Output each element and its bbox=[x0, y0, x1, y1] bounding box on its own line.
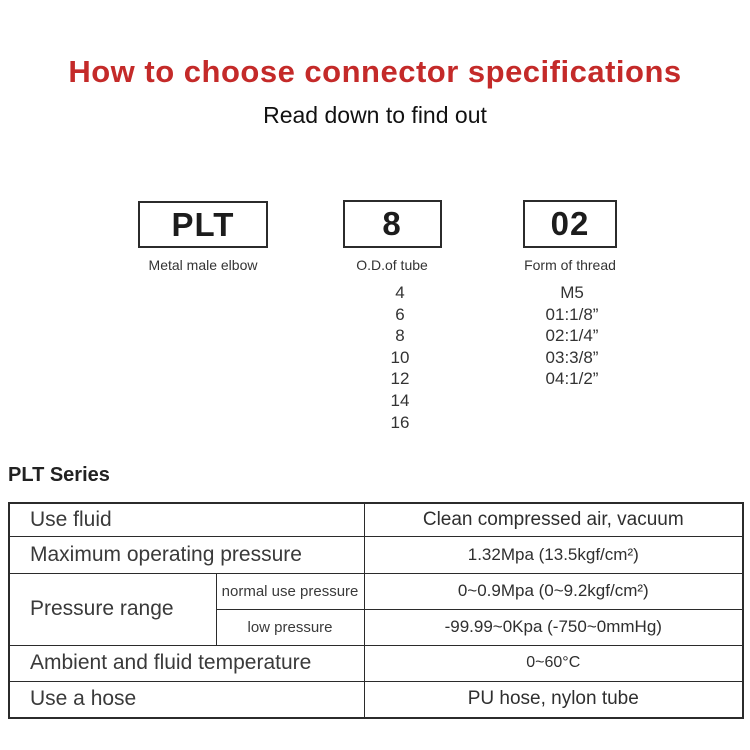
code-column-thread: 02 Form of thread bbox=[490, 200, 650, 273]
table-row-pressure-normal: Pressure range normal use pressure 0~0.9… bbox=[8, 572, 744, 646]
thread-option: 02:1/4” bbox=[545, 326, 599, 346]
spec-label-ambient-temp: Ambient and fluid temperature bbox=[8, 644, 365, 682]
spec-value-use-fluid: Clean compressed air, vacuum bbox=[363, 502, 744, 537]
thread-option: M5 bbox=[560, 283, 584, 302]
tube-size-code-box: 8 bbox=[342, 200, 442, 248]
thread-code-label: Form of thread bbox=[524, 257, 616, 273]
code-column-series: PLT Metal male elbow bbox=[123, 201, 283, 273]
tube-size-option: 10 bbox=[390, 347, 410, 367]
thread-option: 03:3/8” bbox=[545, 347, 599, 367]
thread-option: 01:1/8” bbox=[545, 304, 599, 324]
spec-sublabel-normal-pressure: normal use pressure bbox=[215, 572, 365, 610]
page-subtitle: Read down to find out bbox=[263, 102, 487, 128]
spec-label-hose: Use a hose bbox=[8, 680, 365, 719]
tube-size-option: 14 bbox=[390, 390, 410, 410]
spec-value-hose: PU hose, nylon tube bbox=[363, 680, 744, 719]
tube-size-option: 4 bbox=[395, 283, 405, 302]
spec-label-pressure-range: Pressure range bbox=[8, 572, 217, 646]
series-code-box: PLT bbox=[138, 201, 268, 248]
thread-options-list: M5 01:1/8” 02:1/4” 03:3/8” 04:1/2” bbox=[492, 282, 652, 390]
tube-size-options-list: 4 6 8 10 12 14 16 bbox=[340, 282, 460, 433]
spec-sublabel-low-pressure: low pressure bbox=[215, 608, 365, 646]
spec-value-low-pressure: -99.99~0Kpa (-750~0mmHg) bbox=[363, 608, 744, 646]
code-column-tube-size: 8 O.D.of tube bbox=[312, 200, 472, 273]
spec-value-ambient-temp: 0~60°C bbox=[363, 644, 744, 682]
spec-value-max-pressure: 1.32Mpa (13.5kgf/cm²) bbox=[363, 535, 744, 574]
spec-table: Use fluid Clean compressed air, vacuum M… bbox=[8, 502, 745, 719]
table-row-ambient-temp: Ambient and fluid temperature 0~60°C bbox=[8, 644, 744, 682]
table-row-max-pressure: Maximum operating pressure 1.32Mpa (13.5… bbox=[8, 535, 744, 574]
spec-value-normal-pressure: 0~0.9Mpa (0~9.2kgf/cm²) bbox=[363, 572, 744, 610]
tube-size-option: 12 bbox=[390, 369, 410, 389]
tube-size-option: 6 bbox=[395, 304, 405, 324]
tube-size-code-label: O.D.of tube bbox=[356, 257, 428, 273]
table-row-use-fluid: Use fluid Clean compressed air, vacuum bbox=[8, 502, 744, 537]
table-row-pressure-low: low pressure -99.99~0Kpa (-750~0mmHg) bbox=[9, 608, 744, 646]
page-title: How to choose connector specifications bbox=[68, 54, 682, 89]
tube-size-option: 16 bbox=[390, 412, 410, 432]
tube-size-option: 8 bbox=[395, 326, 405, 346]
spec-label-use-fluid: Use fluid bbox=[8, 502, 365, 537]
table-row-hose: Use a hose PU hose, nylon tube bbox=[8, 680, 744, 719]
series-code-label: Metal male elbow bbox=[148, 257, 258, 273]
thread-option: 04:1/2” bbox=[545, 369, 599, 389]
spec-label-max-pressure: Maximum operating pressure bbox=[8, 535, 365, 574]
thread-code-box: 02 bbox=[523, 200, 617, 248]
series-heading: PLT Series bbox=[8, 464, 110, 486]
